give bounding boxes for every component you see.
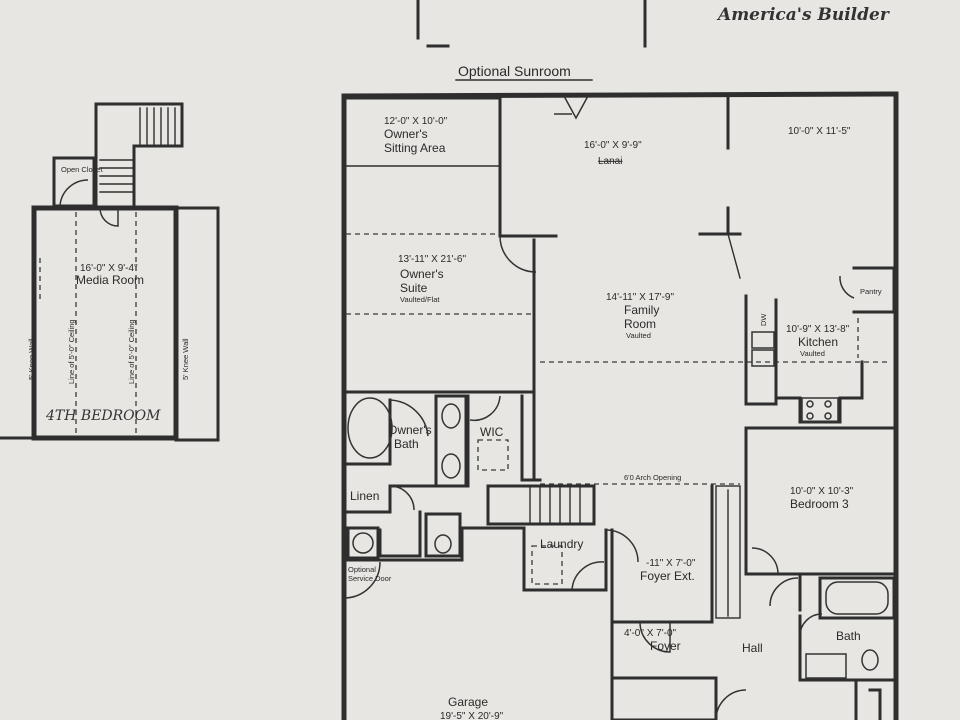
lanai-dims: 16'-0" X 9'-9": [584, 140, 642, 151]
top-partial-walls: [416, 0, 647, 48]
family-room-note: Vaulted: [626, 331, 651, 340]
bedroom3-label: Bedroom 3: [790, 497, 849, 511]
loft-plan: [0, 102, 220, 442]
open-closet-label: Open Closet: [61, 165, 104, 174]
owners-suite-note: Vaulted/Flat: [400, 295, 440, 304]
brand-logo-text: America's Builder: [716, 5, 890, 25]
handwritten-bedroom-note: 4TH BEDROOM: [45, 408, 161, 424]
owners-bath-label-1: Owner's: [388, 423, 432, 437]
foyer-ext-dims: -11" X 7'-0": [646, 558, 696, 569]
knee-wall-right-label: 5' Knee Wall: [181, 338, 190, 380]
kitchen-label: Kitchen: [798, 335, 838, 349]
hall-label: Hall: [742, 641, 763, 655]
sitting-area-label-1: Owner's: [384, 127, 428, 141]
sitting-area-label-2: Sitting Area: [384, 141, 446, 155]
knee-wall-left-label: 5' Knee Wall: [27, 338, 36, 380]
optional-door-label-2: Service Door: [348, 574, 392, 583]
kitchen-note: Vaulted: [800, 349, 825, 358]
garage-label: Garage: [448, 695, 488, 709]
ceiling-line-right-label: Line of 5'-0" Ceiling: [127, 319, 136, 384]
foyer-ext-label: Foyer Ext.: [640, 569, 695, 583]
foyer-dims: 4'-0" X 7'-0": [624, 628, 677, 639]
optional-door-label-1: Optional: [348, 565, 376, 574]
pantry-label: Pantry: [860, 287, 882, 296]
wic-label: WIC: [480, 425, 504, 439]
bath-label: Bath: [836, 629, 861, 643]
laundry-label: Laundry: [540, 537, 583, 551]
family-room-label-1: Family: [624, 303, 659, 317]
foyer-label: Foyer: [650, 639, 681, 653]
arch-opening-label: 6'0 Arch Opening: [624, 473, 681, 482]
family-room-label-2: Room: [624, 317, 656, 331]
owners-suite-label-2: Suite: [400, 281, 428, 295]
owners-suite-label-1: Owner's: [400, 267, 444, 281]
family-room-dims: 14'-11" X 17'-9": [606, 292, 674, 303]
ceiling-line-left-label: Line of 5'-0" Ceiling: [67, 319, 76, 384]
media-room-label: Media Room: [76, 273, 144, 287]
sitting-area-dims: 12'-0" X 10'-0": [384, 116, 448, 127]
lanai-label: Lanai: [598, 156, 622, 167]
sunroom-check-mark: [563, 95, 589, 120]
main-floor-walls: [341, 91, 899, 720]
garage-dims: 19'-5" X 20'-9": [440, 711, 504, 720]
kitchen-dims: 10'-9" X 13'-8": [786, 324, 850, 335]
nook-dims: 10'-0" X 11'-5": [788, 126, 851, 137]
dishwasher-label: DW: [759, 313, 768, 326]
owners-suite-dims: 13'-11" X 21'-6": [398, 254, 466, 265]
owners-bath-label-2: Bath: [394, 437, 419, 451]
optional-sunroom-title: Optional Sunroom: [458, 63, 571, 79]
media-room-dims: 16'-0" X 9'-4": [80, 263, 138, 274]
bedroom3-dims: 10'-0" X 10'-3": [790, 486, 854, 497]
linen-label: Linen: [350, 489, 379, 503]
